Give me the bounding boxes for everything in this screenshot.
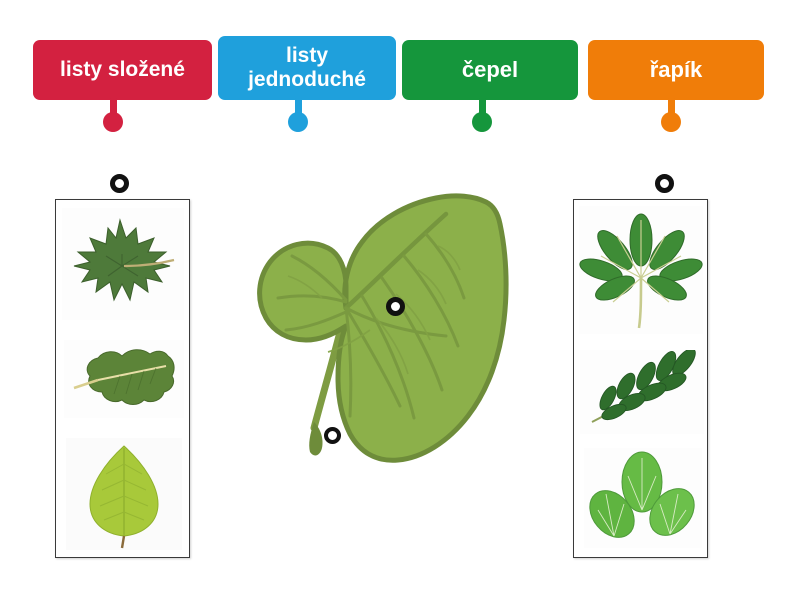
maple-leaf-image [62, 208, 184, 320]
simple-leaves-box-target[interactable] [110, 174, 129, 193]
label-chip-text: čepel [461, 56, 519, 82]
compound-leaves-box-target[interactable] [655, 174, 674, 193]
beech-leaf-image [66, 438, 182, 550]
chestnut-leaf-image [579, 206, 703, 334]
oak-leaf-image [64, 340, 184, 418]
label-chip-text: řapík [649, 56, 703, 82]
label-chip-knob[interactable] [472, 112, 492, 132]
simple-leaves-box [55, 199, 190, 558]
label-chip-knob[interactable] [661, 112, 681, 132]
strawberry-leaf-image [584, 448, 702, 548]
label-chip-stem [668, 98, 675, 120]
label-chip-stem [295, 98, 302, 120]
label-chip-rapik[interactable]: řapík [588, 40, 764, 100]
leaf-petiole-target[interactable] [324, 427, 341, 444]
compound-leaves-box [573, 199, 708, 558]
label-chip-stem [479, 98, 486, 120]
label-chip-cepel[interactable]: čepel [402, 40, 578, 100]
label-chip-knob[interactable] [288, 112, 308, 132]
label-chip-knob[interactable] [103, 112, 123, 132]
label-chip-listy-slozene[interactable]: listy složené [33, 40, 212, 100]
label-chip-stem [110, 98, 117, 120]
rowan-leaf-image [580, 350, 704, 434]
lime-leaf-diagram [250, 190, 550, 500]
leaf-blade-target[interactable] [386, 297, 405, 316]
label-chip-text: listy složené [60, 58, 185, 82]
